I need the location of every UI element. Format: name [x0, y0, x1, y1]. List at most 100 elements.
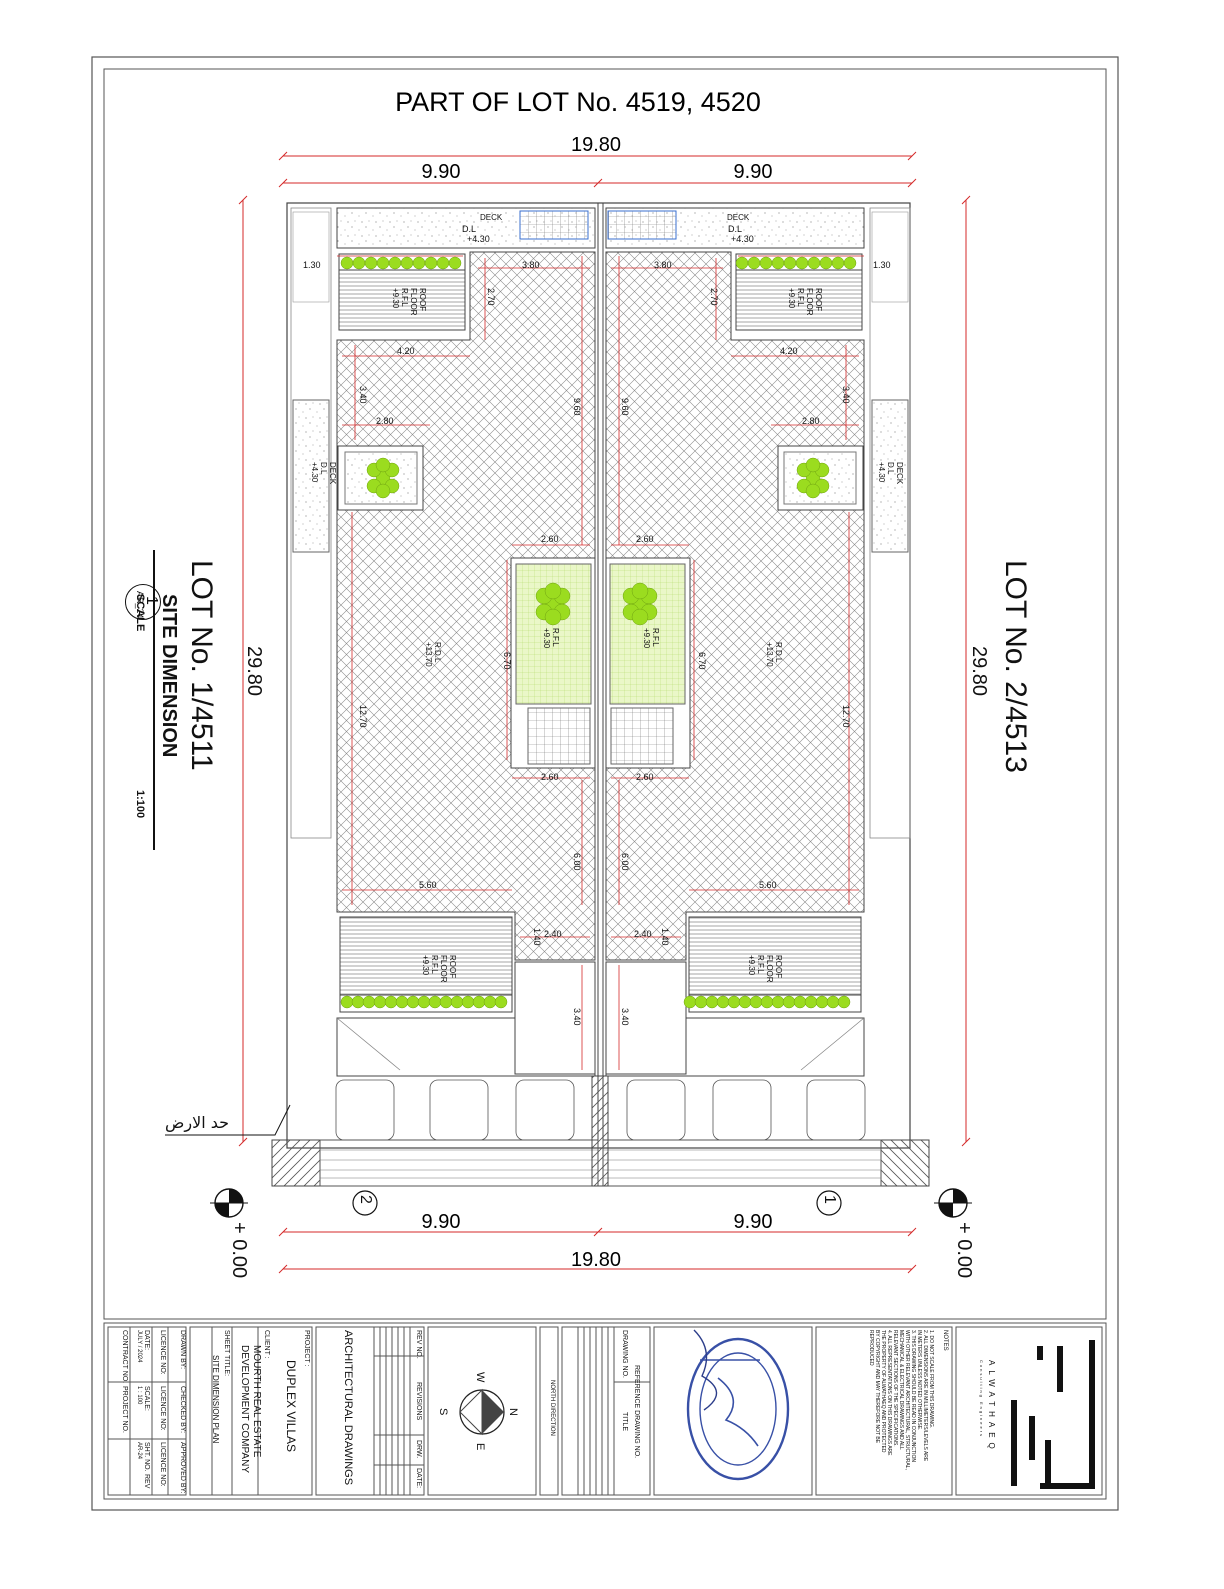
level-marker-left: [210, 1188, 248, 1218]
roof-level: +9.30: [421, 955, 430, 976]
unit-1-label: 1: [821, 1195, 838, 1204]
plant-shrub: [340, 256, 354, 270]
plant-shrub: [400, 256, 414, 270]
plant-shrub: [424, 256, 438, 270]
tb-rev-no: REV NO.: [415, 1330, 422, 1359]
roof-word: ROOF: [448, 955, 457, 979]
plant-shrub: [807, 256, 821, 270]
plant-shrub: [747, 256, 761, 270]
logo-sub: Consulting Engineers: [979, 1360, 984, 1439]
roof-level: +9.30: [747, 955, 756, 976]
plant-shrub: [843, 256, 857, 270]
plant-shrub: [364, 256, 378, 270]
note-line: 2. ALL DIMENSIONS ARE IN MILLIMETERS/LEV…: [922, 1330, 928, 1462]
dim-bottom-total: 19.80: [571, 1249, 621, 1271]
dim-3-40-left: 3.40: [358, 386, 368, 404]
drawing-frame: [103, 68, 1107, 1320]
plant-shrub: [694, 995, 708, 1009]
plant-tree: [375, 483, 391, 499]
plant-shrub: [494, 995, 508, 1009]
tb-project-label: PROJECT :: [303, 1330, 310, 1367]
plant-shrub: [738, 995, 752, 1009]
dim-top-right: 9.90: [734, 161, 773, 183]
roof-level: +9.30: [542, 628, 551, 649]
dim-1-40-right: 1.40: [660, 928, 670, 946]
rfl-word: R.F.L: [651, 628, 660, 647]
roof-word: ROOF: [774, 955, 783, 979]
plant-shrub: [461, 995, 475, 1009]
tb-rev-label: REV: [143, 1474, 150, 1489]
tb-contract-no: CONTRACT NO.: [121, 1330, 128, 1384]
unit-1-marker: [816, 1190, 842, 1216]
plant-shrub: [412, 256, 426, 270]
rfl-word: R.F.L: [551, 628, 560, 647]
plant-shrub: [771, 995, 785, 1009]
tb-client-1: MOURTH REAL ESTATE: [251, 1345, 262, 1458]
rfl-word: R.F.L: [796, 288, 805, 307]
plant-shrub: [705, 995, 719, 1009]
planters: [340, 256, 857, 1009]
plant-shrub: [428, 995, 442, 1009]
company-logo: [1011, 1340, 1095, 1489]
rfl-word: R.F.L: [430, 955, 439, 974]
view-title-name: SITE DIMENSION: [158, 594, 180, 758]
plant-shrub: [771, 256, 785, 270]
dl-word: D.L: [319, 462, 328, 475]
compass-e: E: [474, 1443, 486, 1451]
roof-level: +9.30: [787, 288, 796, 309]
deck-level: +4.30: [310, 462, 319, 483]
floor-word: FLOOR: [409, 288, 418, 316]
plant-shrub: [727, 995, 741, 1009]
rdl-word: R.D.L: [433, 642, 442, 663]
right-lot-label: LOT No. 2/4513: [999, 560, 1032, 773]
tb-approved-by: APPROVED BY:: [179, 1442, 186, 1494]
deck-level-right: +4.30: [731, 234, 754, 244]
dim-2-60-top-right: 2.60: [636, 534, 654, 544]
tb-checked-by: CHECKED BY:: [179, 1386, 186, 1434]
deck-dl-left: D.L: [462, 224, 477, 234]
deck-label-right: DECK: [727, 213, 750, 222]
dim-2-60-bottom-right: 2.60: [636, 772, 654, 782]
tb-project-no: PROJECT NO.: [121, 1386, 128, 1433]
tb-notes: 1. DO NOT SCALE FROM THIS DRAWING.2. ALL…: [868, 1330, 934, 1470]
dim-3-40-right: 3.40: [841, 386, 851, 404]
compass-n: N: [507, 1408, 519, 1416]
deck-word: DECK: [895, 462, 904, 485]
plant-shrub: [340, 995, 354, 1009]
plant-shrub: [384, 995, 398, 1009]
tb-date-col: DATE:: [415, 1468, 422, 1489]
plant-tree: [631, 608, 649, 626]
unit-2-label: 2: [357, 1195, 374, 1204]
dim-5-60-left: 5.60: [419, 880, 437, 890]
plant-shrub: [826, 995, 840, 1009]
tb-drw: DRW.: [415, 1440, 422, 1459]
ground-level-left: + 0.00: [228, 1222, 250, 1279]
plant-shrub: [760, 995, 774, 1009]
tb-drawn-by: DRAWN BY:: [179, 1330, 186, 1370]
dim-1-40-left: 1.40: [532, 928, 542, 946]
plant-tree: [544, 608, 562, 626]
tb-drawing-no: DRAWING NO.: [621, 1330, 628, 1378]
dim-3-40-entry-left: 3.40: [572, 1008, 582, 1026]
dim-12-70-right: 12.70: [841, 705, 851, 728]
roof-level: +9.30: [391, 288, 400, 309]
deck-level: +4.30: [877, 462, 886, 483]
floor-word: FLOOR: [439, 955, 448, 983]
plant-shrub: [376, 256, 390, 270]
plant-shrub: [450, 995, 464, 1009]
tb-licence-1: LICENCE NO:: [159, 1330, 166, 1375]
tb-client-label: CLIENT :: [263, 1330, 270, 1359]
land-boundary-leader: [165, 1104, 291, 1136]
left-lot-label: LOT No. 1/4511: [185, 560, 218, 771]
logo-name: ALWATHAEQ: [987, 1360, 996, 1454]
view-title-bubble: [125, 584, 161, 620]
tb-sheet-title: SITE DIMENSION PLAN: [211, 1355, 220, 1444]
tb-sht-no: AR-24: [136, 1442, 142, 1460]
sheet-title: PART OF LOT No. 4519, 4520: [395, 87, 761, 117]
dim-12-70-left: 12.70: [358, 705, 368, 728]
plant-shrub: [716, 995, 730, 1009]
